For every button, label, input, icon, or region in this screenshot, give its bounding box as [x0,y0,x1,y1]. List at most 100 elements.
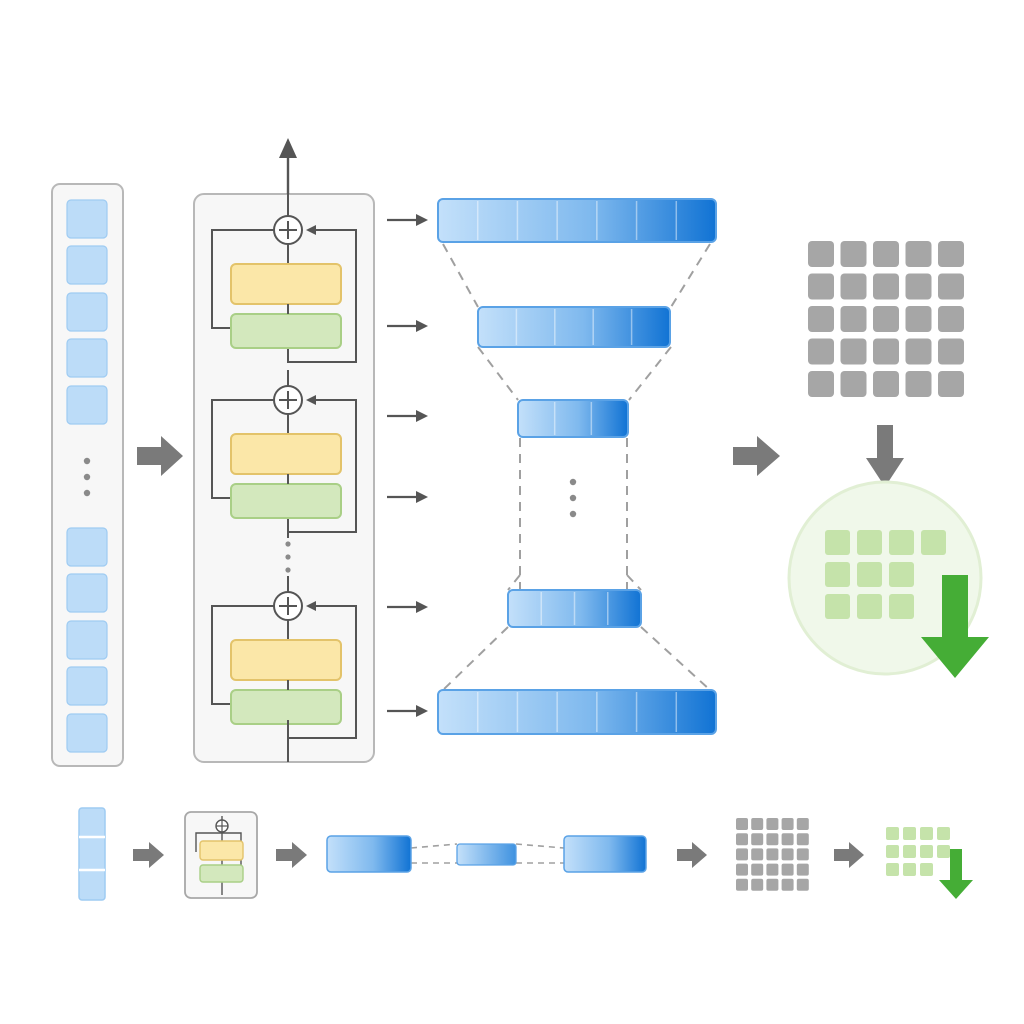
mini-grid-cell [766,878,779,891]
tap-arrow-icon [416,320,428,332]
mini-pooled-cell [886,863,899,876]
mini-grid-cell [736,818,748,830]
tap-arrow-icon [416,214,428,226]
grid-cell [840,371,867,397]
mini-grid-cell [751,833,764,846]
tap-arrow-icon [416,601,428,613]
feature-level-4 [507,589,642,628]
feature-level-5 [437,689,717,735]
feature-map [517,399,629,438]
feed-forward-layer [230,313,342,349]
input-token [66,620,108,660]
grid-cell [905,306,932,332]
mini-pooled-cell [937,845,950,858]
pooled-cell [857,594,882,619]
mini-grid-cell [736,878,748,891]
feature-level-2 [477,306,671,348]
input-token [66,573,108,613]
mini-pooled-cell [903,863,916,876]
grid-cell [938,241,964,267]
mini-pooled-cell [920,827,933,840]
mini-pooled-cell [920,863,933,876]
input-token [66,338,108,378]
flow-arrow-icon [276,842,307,868]
mini-grid-cell [751,878,764,891]
residual-block [211,194,357,363]
grid-cell [905,338,932,365]
dashed-connector [628,346,672,401]
mini-grid-cell [736,863,748,876]
mini-downsample-icon [886,827,973,899]
grid-cell [873,241,899,267]
arrowhead-icon [306,395,316,405]
mini-grid-cell [796,848,809,861]
feedback-path [287,399,357,533]
mini-grid-cell [796,878,809,891]
dashed-connector [442,243,479,308]
pooled-cell [921,530,946,555]
tap-arrow-icon [416,705,428,717]
grid-cell [840,241,867,267]
dashed-connector [507,574,521,591]
mini-grid-cell [736,848,748,861]
input-token [66,385,108,425]
pooled-cell [825,530,850,555]
grid-cell [808,371,834,397]
grid-cell [808,241,834,267]
grid-cell [905,241,932,267]
feature-map [477,306,671,348]
flow-arrow-icon [133,842,164,868]
mini-pyramid-icon [326,835,647,873]
mini-grid-cell [766,833,779,846]
flow-arrow-icon [677,842,707,868]
token-strip-icon [78,807,106,901]
pooled-cell [889,562,914,587]
dashed-connector [626,574,642,591]
mini-pooled-cell [937,827,950,840]
mini-pooled-cell [886,845,899,858]
flow-arrow-icon [137,436,183,476]
grid-cell [840,338,867,365]
attention-layer [230,639,342,681]
mini-grid-cell [796,818,809,830]
output-grid [808,241,964,397]
feature-map [507,589,642,628]
dashed-connector [477,346,519,401]
arrowhead-icon [306,601,316,611]
mini-grid-cell [781,818,794,830]
pyramid-ellipsis [569,478,577,518]
downsample-stage [787,480,989,678]
grid-cell [808,338,834,365]
grid-cell [808,273,834,300]
residual-path [211,605,274,705]
input-token [66,713,108,753]
arrowhead-icon [306,225,316,235]
mini-grid-cell [781,878,794,891]
grid-cell [808,306,834,332]
mini-pooled-cell [903,827,916,840]
pooled-cell [889,594,914,619]
block-ellipsis [285,541,291,573]
encoder-stack [193,138,375,763]
input-token [66,666,108,706]
grid-cell [840,306,867,332]
tap-arrow-icon [416,491,428,503]
flow-arrow-icon [834,842,864,868]
summary-row [78,807,973,901]
mini-grid-cell [766,848,779,861]
mini-grid-cell [751,848,764,861]
mini-grid-cell [781,848,794,861]
attention-layer [230,263,342,305]
attention-layer [230,433,342,475]
grid-cell [873,273,899,300]
tap-arrow-icon [416,410,428,422]
input-token [66,292,108,332]
feature-map [437,198,717,243]
feed-forward-layer [230,483,342,519]
grid-cell [938,306,964,332]
dashed-connector [670,243,711,308]
input-token [66,527,108,567]
pooled-cell [889,530,914,555]
mini-grid-cell [796,833,809,846]
